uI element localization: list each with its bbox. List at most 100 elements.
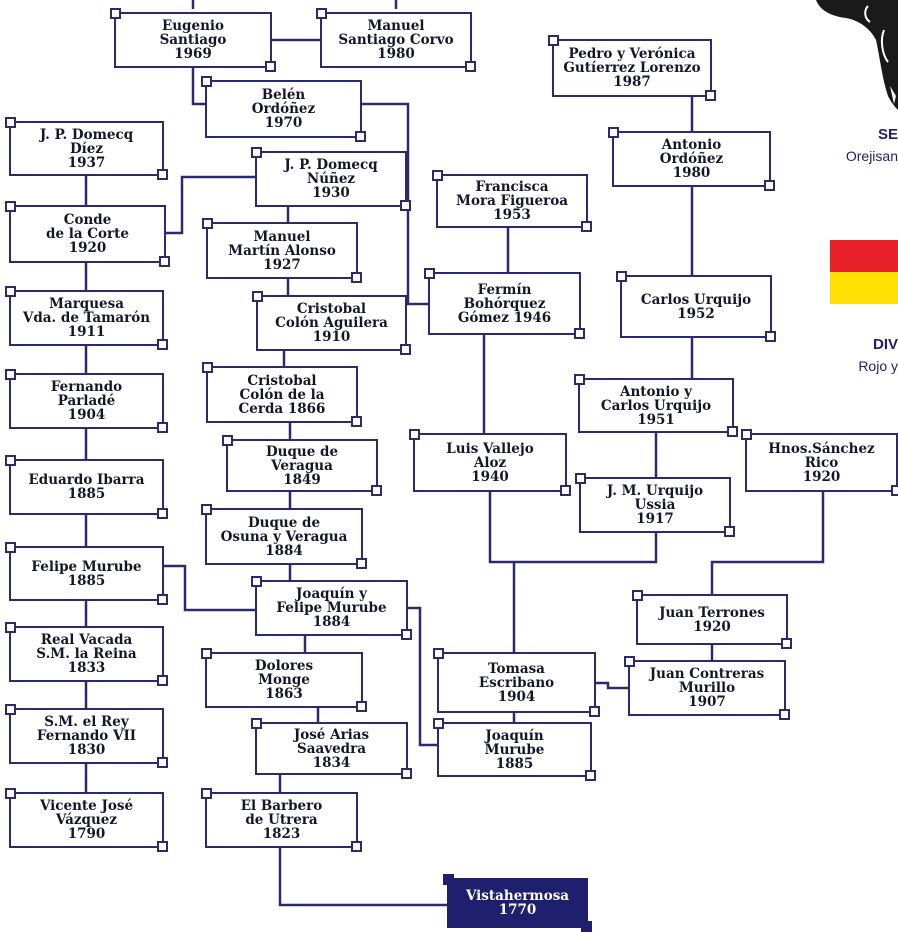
node-line-1: Conde: [63, 212, 112, 228]
node-belen-ordonez: Belén Ordóñez 1970: [201, 76, 366, 142]
node-line-1: Belén: [261, 87, 306, 103]
node-line-2: de la Corte: [46, 226, 129, 242]
node-year: 1911: [67, 324, 106, 340]
flag-icon: [830, 240, 898, 304]
node-line-2: Parladé: [57, 393, 116, 409]
node-year: 1920: [68, 240, 107, 256]
node-line-2: Monge: [258, 672, 310, 688]
node-line-2: Rico: [804, 454, 839, 471]
node-year: 1884: [265, 542, 303, 559]
node-pedro-veronica: Pedro y Verónica Gutíerrez Lorenzo 1987: [548, 35, 716, 101]
node-line-1: Carlos Urquijo: [640, 291, 752, 308]
node-line-1: Fermín: [477, 281, 532, 298]
node-line-2: Vázquez: [55, 812, 118, 828]
node-joaquin-felipe-murube: Joaquín y Felipe Murube 1884: [251, 576, 412, 640]
node-dolores-monge: Dolores Monge 1863: [201, 648, 367, 712]
node-line-1: Tomasa: [488, 660, 545, 677]
node-year: 1952: [677, 305, 715, 322]
node-line-2: Bohórquez: [463, 295, 546, 312]
node-line-1: Marquesa: [49, 296, 124, 312]
node-line-2: Murube: [484, 741, 545, 758]
node-antonio-carlos-urquijo: Antonio y Carlos Urquijo 1951: [574, 374, 738, 437]
node-year: 1904: [67, 407, 106, 423]
node-line-1: J. M. Urquijo: [606, 483, 704, 499]
node-line-2: Martín Alonso: [228, 242, 336, 259]
node-year: 1904: [497, 688, 536, 705]
node-manuel-santiago-corvo: Manuel Santiago Corvo 1980: [316, 8, 476, 72]
node-year: 1834: [312, 754, 351, 771]
node-line-2: Gutíerrez Lorenzo: [563, 60, 701, 76]
node-juan-contreras: Juan Contreras Murillo 1907: [624, 656, 790, 720]
side-label-2-heading: DIV: [872, 336, 898, 353]
node-line-1: Duque de: [265, 443, 339, 460]
node-barbero-utrera: El Barbero de Utrera 1823: [201, 788, 362, 852]
node-year: 1885: [495, 755, 534, 772]
node-year: 1833: [67, 660, 106, 676]
node-year: 1930: [312, 185, 350, 201]
node-eugenio-santiago: Eugenio Santiago 1969: [110, 8, 276, 72]
node-year: 1790: [67, 826, 106, 842]
node-line-1: Vistahermosa: [465, 888, 570, 904]
node-line-1: Vicente José: [39, 798, 134, 814]
node-year: 1920: [802, 468, 841, 485]
node-year: 1940: [471, 468, 509, 485]
side-label-1-heading: SE: [877, 126, 898, 143]
node-line-2: Ordóñez: [251, 101, 316, 117]
node-year: 1951: [637, 411, 675, 428]
node-line-1: Luis Vallejo: [446, 440, 534, 457]
node-line-2: Santiago Corvo: [338, 32, 454, 48]
node-year: 1849: [283, 471, 321, 488]
node-line-1: El Barbero: [240, 798, 323, 814]
node-year: Gómez 1946: [457, 309, 552, 326]
node-year: 1927: [263, 256, 301, 273]
node-line-1: Juan Terrones: [659, 604, 765, 621]
bull-logo-icon: [816, 0, 898, 110]
node-year: 1830: [67, 742, 106, 758]
node-line-2: Aloz: [473, 454, 507, 471]
node-year: 1910: [312, 329, 351, 345]
node-line-2: Colón de la: [239, 386, 325, 403]
node-line-1: Eduardo Ibarra: [28, 472, 145, 488]
node-line-2: S.M. la Reina: [36, 646, 137, 662]
node-line-1: Francisca: [475, 179, 549, 195]
node-year: 1917: [636, 511, 674, 527]
node-year: 1980: [377, 46, 415, 62]
node-line-1: J. P. Domecq: [39, 126, 134, 143]
node-line-1: Hnos.Sánchez: [768, 440, 875, 457]
node-line-2: Saavedra: [297, 740, 366, 757]
node-duque-veragua: Duque de Veragua 1849: [222, 435, 382, 496]
node-line-3: Cerda 1866: [238, 400, 326, 417]
node-joaquin-murube: Joaquín Murube 1885: [433, 718, 596, 781]
node-line-2: Escribano: [478, 674, 555, 691]
node-year: 1953: [493, 207, 531, 223]
node-real-vacada: Real Vacada S.M. la Reina 1833: [5, 622, 168, 686]
node-rey-fernando: S.M. el Rey Fernando VII 1830: [5, 704, 168, 768]
node-line-2: Ordóñez: [659, 151, 724, 167]
node-marquesa-tamaron: Marquesa Vda. de Tamarón 1911: [5, 286, 168, 350]
node-line-1: Antonio y: [619, 383, 693, 400]
node-year: 1863: [265, 686, 303, 702]
node-year: 1770: [498, 902, 537, 918]
node-colon-cerda: Cristobal Colón de la Cerda 1866: [202, 362, 362, 427]
node-year: 1937: [67, 154, 106, 171]
node-line-1: Antonio: [661, 137, 722, 153]
node-line-2: Núñez: [306, 171, 356, 187]
node-line-1: José Arias: [293, 726, 370, 743]
node-line-2: Murillo: [678, 680, 736, 696]
node-manuel-martin: Manuel Martín Alonso 1927: [202, 218, 362, 283]
node-line-1: Pedro y Verónica: [568, 46, 696, 62]
node-line-1: Cristobal: [247, 372, 317, 389]
node-year: 1884: [312, 614, 351, 630]
node-line-2: Fernando VII: [36, 728, 137, 744]
node-vistahermosa: Vistahermosa 1770: [443, 874, 592, 932]
node-carlos-urquijo: Carlos Urquijo 1952: [616, 271, 776, 342]
node-line-2: de Utrera: [245, 812, 318, 828]
node-year: 1885: [67, 486, 106, 502]
node-line-1: Joaquín: [485, 727, 544, 744]
node-line-2: Mora Figueroa: [456, 193, 568, 209]
node-line-1: Fernando: [50, 379, 123, 395]
node-jm-urquijo: J. M. Urquijo Ussia 1917: [575, 473, 735, 537]
node-line-1: Manuel: [367, 18, 425, 34]
node-line-1: S.M. el Rey: [44, 714, 129, 730]
node-year: 1980: [672, 165, 711, 181]
